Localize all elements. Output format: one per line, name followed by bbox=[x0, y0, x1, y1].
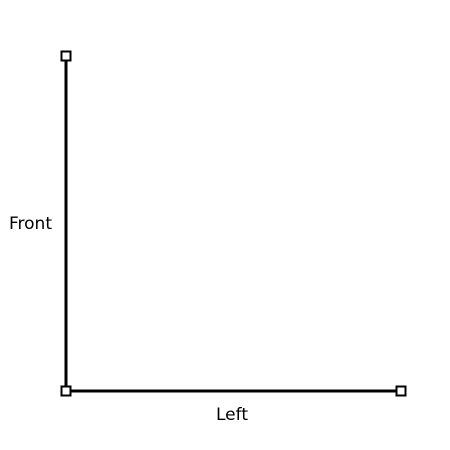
right-endpoint-handle[interactable] bbox=[395, 385, 407, 397]
top-endpoint-handle[interactable] bbox=[60, 50, 72, 62]
front-wall-label: Front bbox=[9, 214, 52, 234]
left-wall-label: Left bbox=[216, 405, 248, 425]
corner-endpoint-handle[interactable] bbox=[60, 385, 72, 397]
